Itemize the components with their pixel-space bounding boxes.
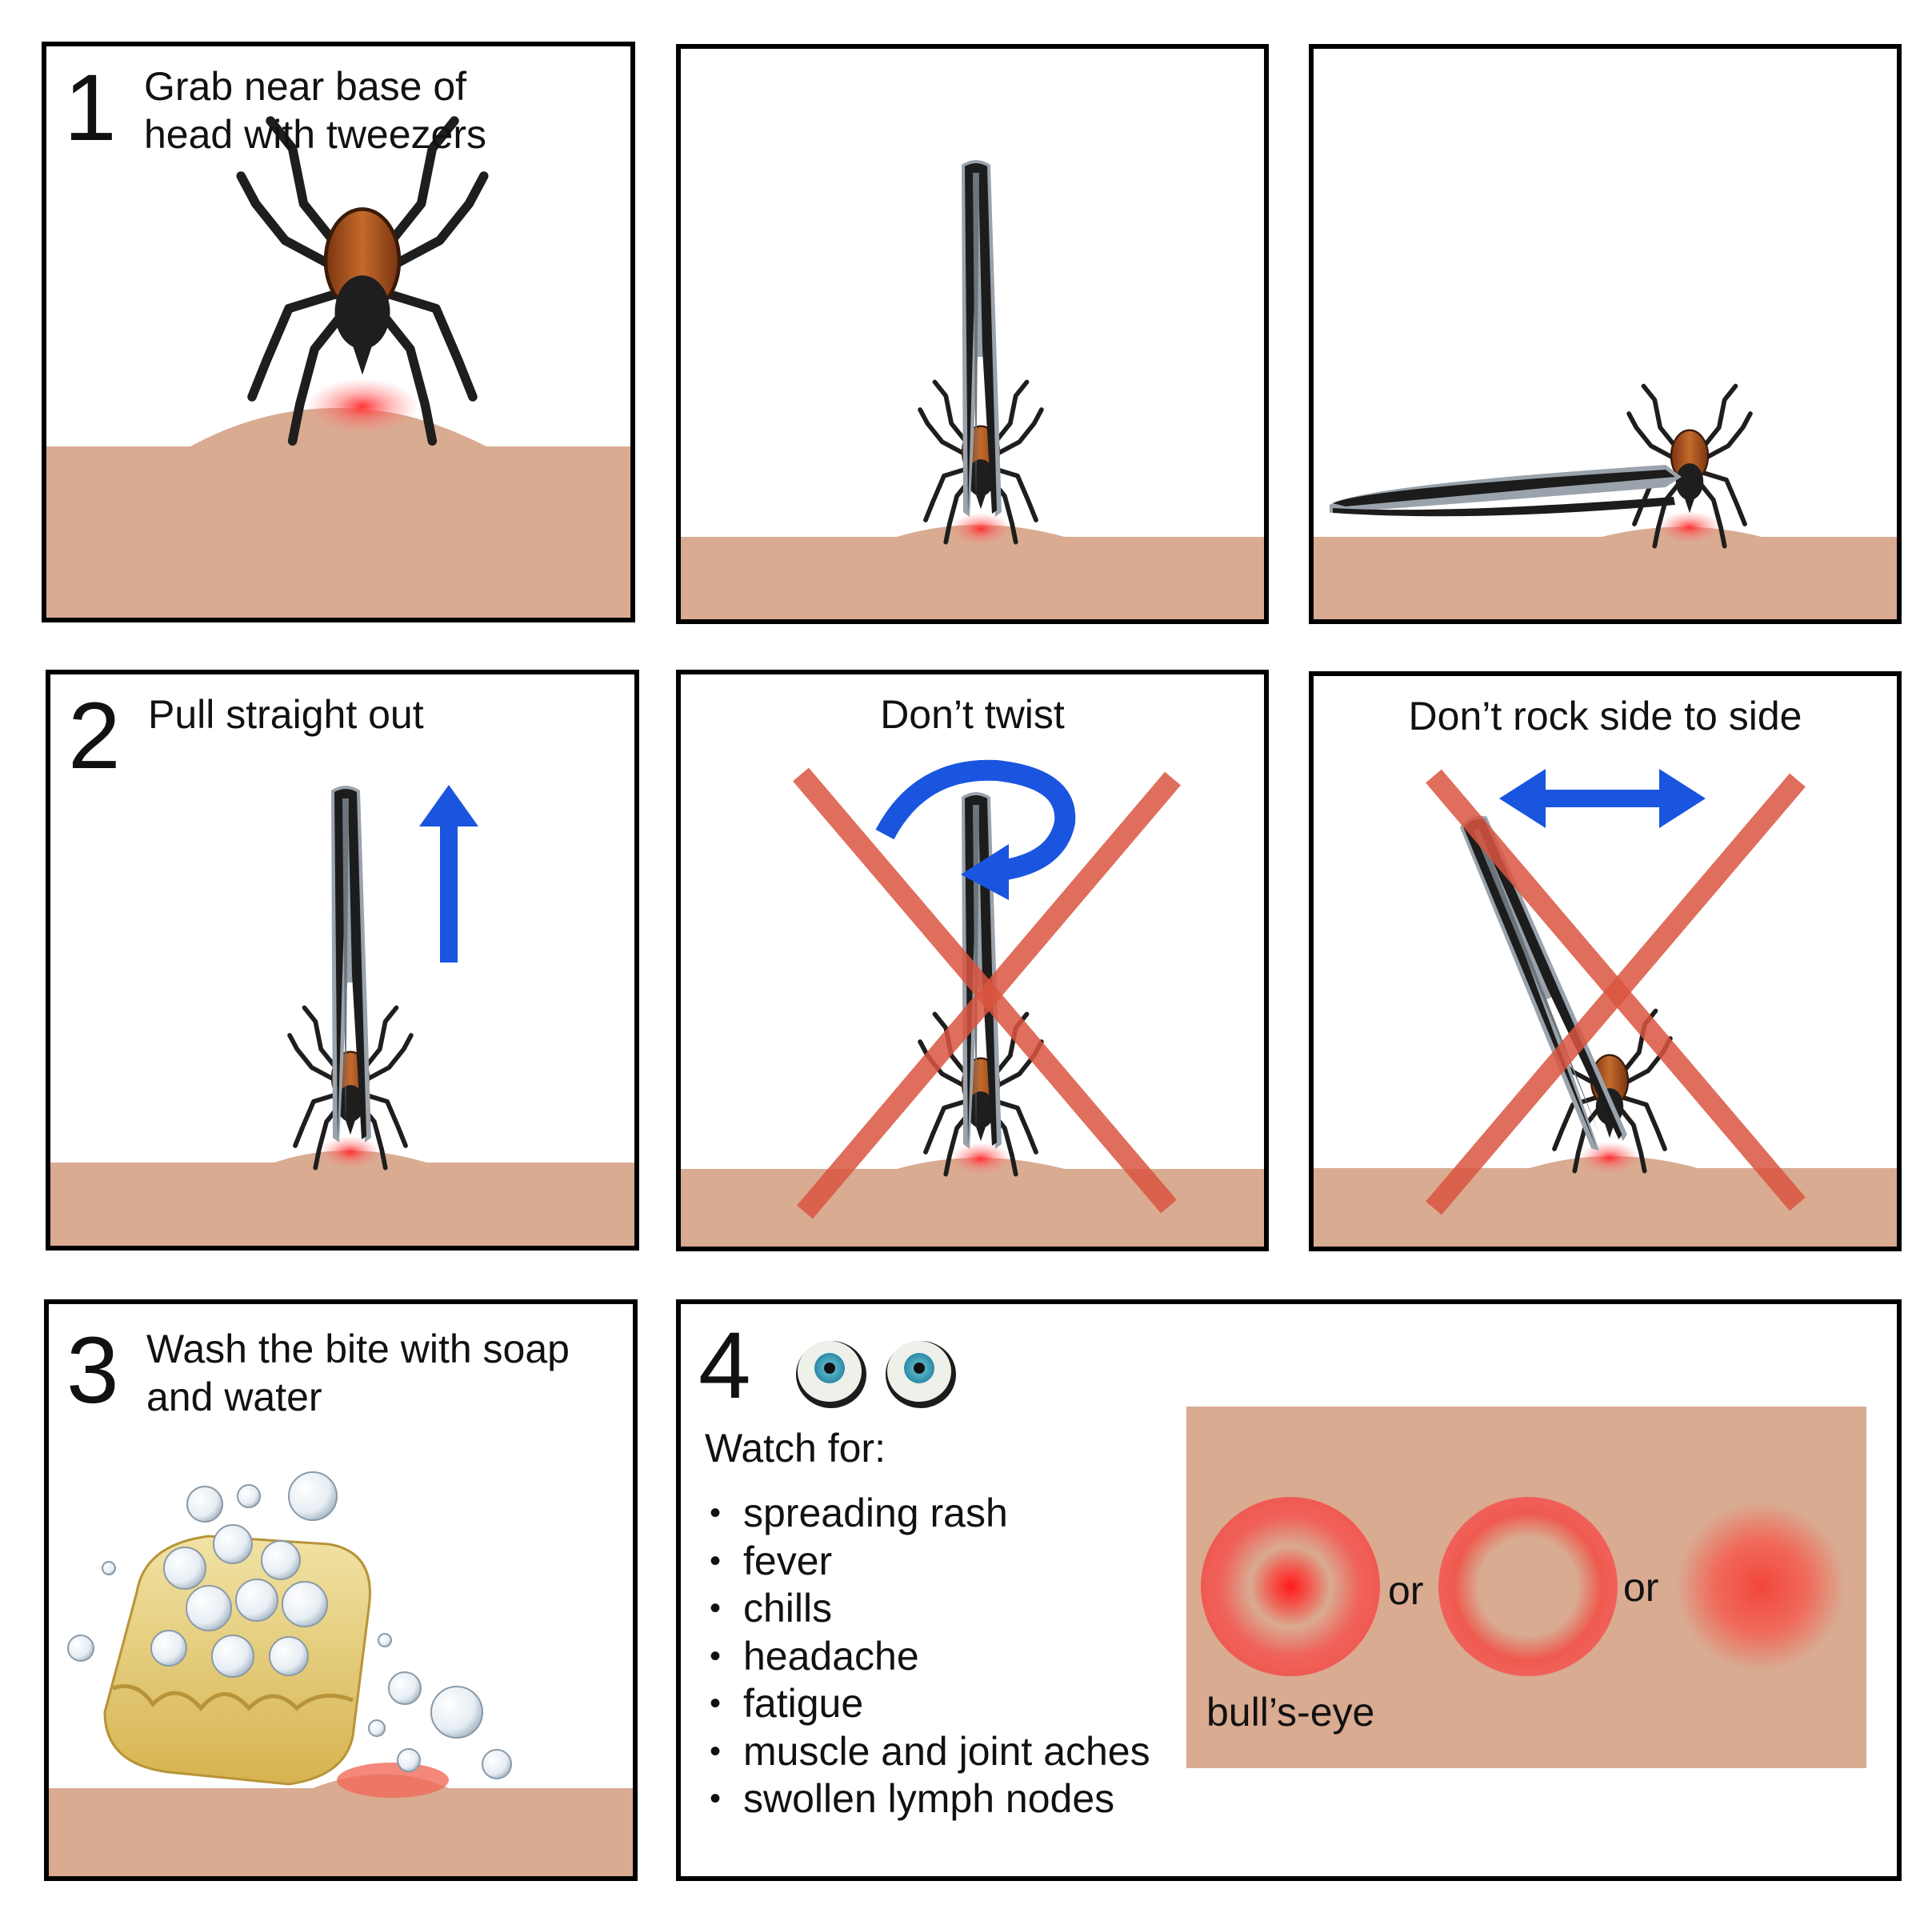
list-item: •fever (710, 1538, 833, 1583)
bullseye-label: bull’s-eye (1206, 1690, 1375, 1735)
dont-rock-panel: Don’t rock side to side (1309, 671, 1902, 1251)
step-number: 3 (66, 1318, 119, 1423)
list-item: •chills (710, 1586, 833, 1631)
step-2-panel: 2 Pull straight out (46, 670, 639, 1251)
pull-straight-illustration (50, 785, 634, 1246)
double-arrow-icon (1499, 769, 1706, 828)
twist-arrow-icon (875, 759, 1076, 881)
dont-rock-illustration (1314, 769, 1897, 1247)
step-3-panel: 3 Wash the bite with soap and water (44, 1299, 638, 1881)
list-item: •muscle and joint aches (710, 1728, 1150, 1774)
step-caption: Pull straight out (148, 692, 424, 737)
grab-tick-panel (676, 44, 1269, 624)
list-item: •headache (710, 1633, 919, 1679)
or-label: or (1623, 1565, 1659, 1610)
tweezers-horizontal-illustration (1314, 49, 1897, 619)
list-item: •fatigue (710, 1681, 864, 1726)
eyes-icon (796, 1341, 956, 1408)
dont-twist-panel: Don’t twist (676, 670, 1269, 1251)
cross-mark-icon (793, 767, 1181, 1219)
arrow-up-icon (419, 785, 478, 963)
panel-caption: Don’t twist (880, 692, 1065, 737)
rash-types-illustration (1201, 1497, 1845, 1676)
step-4-panel: 4 Watch for: •spreading rash •fever •chi… (676, 1299, 1902, 1881)
watch-for-heading: Watch for: (705, 1426, 886, 1471)
tweezers-grab-illustration (681, 160, 1264, 619)
step-1-panel: 1 Grab near base of head with tweezers (42, 42, 635, 622)
cross-mark-icon (1426, 769, 1806, 1215)
dont-twist-illustration (681, 759, 1264, 1247)
tick-on-skin-illustration (46, 46, 630, 618)
step-number: 1 (64, 55, 117, 161)
or-label: or (1388, 1568, 1424, 1613)
step-caption-line-1: Wash the bite with soap (146, 1327, 570, 1371)
tweezers-horizontal-panel (1309, 44, 1902, 624)
step-number: 4 (698, 1313, 751, 1419)
panel-caption: Don’t rock side to side (1408, 694, 1802, 738)
list-item: •spreading rash (710, 1491, 1008, 1535)
step-number: 2 (68, 683, 121, 789)
bubbles-icon (67, 1471, 512, 1779)
step-caption-line-1: Grab near base of (144, 64, 467, 109)
step-caption-line-2: and water (146, 1375, 322, 1419)
rash-examples: or or bull’s-eye (1186, 1407, 1866, 1768)
soap-washing-illustration (49, 1471, 633, 1876)
step-caption-line-2: head with tweezers (144, 112, 487, 157)
list-item: •swollen lymph nodes (710, 1776, 1115, 1821)
symptom-list: •spreading rash •fever •chills •headache… (705, 1490, 1150, 1823)
